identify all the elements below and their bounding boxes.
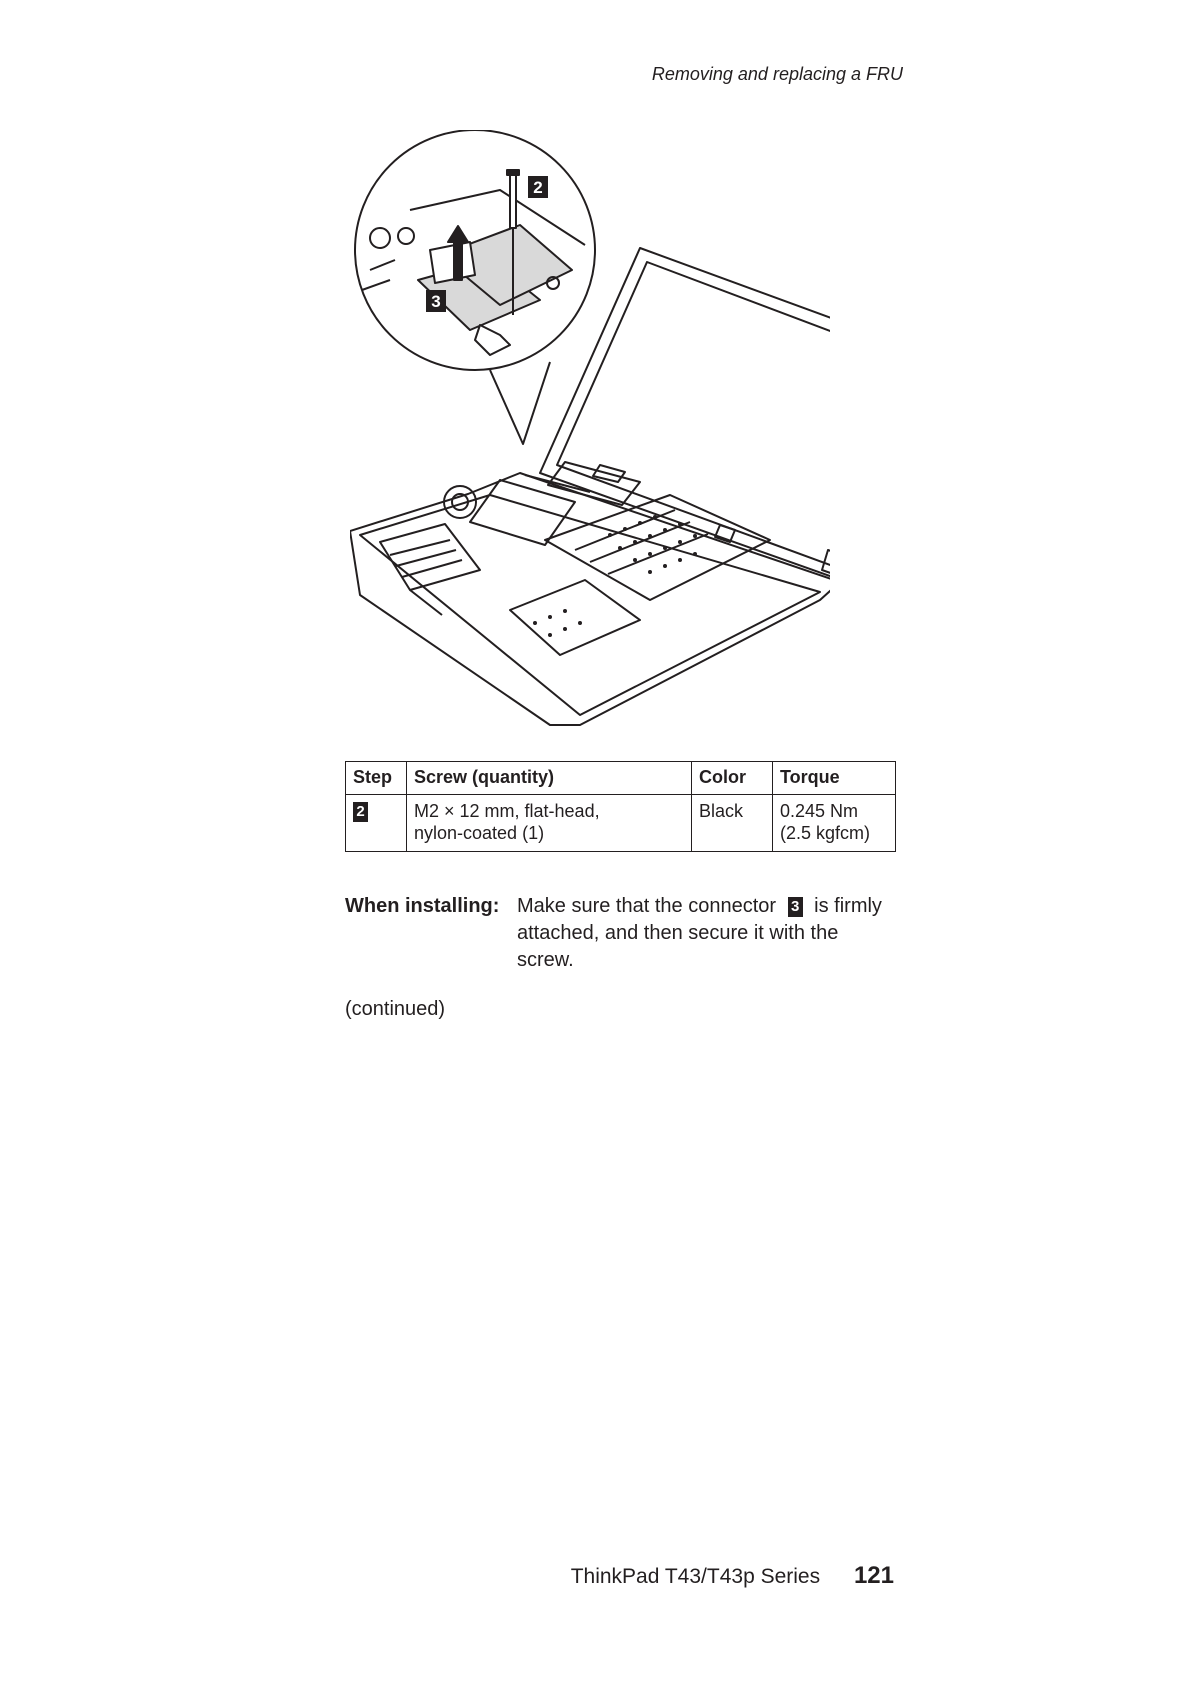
torque-cell: 0.245 Nm (2.5 kgfcm) bbox=[773, 795, 896, 852]
screw-cell: M2 × 12 mm, flat-head, nylon-coated (1) bbox=[407, 795, 692, 852]
callout-2: 2 bbox=[528, 176, 548, 198]
torque-nm: 0.245 Nm bbox=[780, 800, 888, 822]
header-screw: Screw (quantity) bbox=[407, 762, 692, 795]
install-label: When installing: bbox=[345, 893, 499, 920]
callout-3: 3 bbox=[426, 290, 446, 312]
step-cell: 2 bbox=[346, 795, 407, 852]
laptop-illustration: 2 3 bbox=[350, 130, 830, 730]
step-badge: 2 bbox=[353, 802, 368, 822]
connector-badge: 3 bbox=[788, 897, 803, 917]
screw-spec: M2 × 12 mm, flat-head, bbox=[414, 800, 684, 822]
svg-text:2: 2 bbox=[533, 178, 542, 197]
svg-text:3: 3 bbox=[431, 292, 440, 311]
header-color: Color bbox=[692, 762, 773, 795]
torque-kgfcm: (2.5 kgfcm) bbox=[780, 822, 888, 844]
page-number: 121 bbox=[854, 1562, 894, 1589]
series-title: ThinkPad T43/T43p Series bbox=[571, 1565, 820, 1588]
color-cell: Black bbox=[692, 795, 773, 852]
install-text-start: Make sure that the connector bbox=[517, 895, 776, 917]
screw-coating: nylon-coated (1) bbox=[414, 822, 684, 844]
table-row: 2 M2 × 12 mm, flat-head, nylon-coated (1… bbox=[346, 795, 896, 852]
header-torque: Torque bbox=[773, 762, 896, 795]
screw-icon bbox=[510, 175, 516, 228]
page-footer: ThinkPad T43/T43p Series 121 bbox=[571, 1562, 894, 1590]
table-header-row: Step Screw (quantity) Color Torque bbox=[346, 762, 896, 795]
install-text: Make sure that the connector 3 is firmly… bbox=[517, 893, 897, 974]
running-head: Removing and replacing a FRU bbox=[652, 64, 903, 85]
header-step: Step bbox=[346, 762, 407, 795]
continued-note: (continued) bbox=[345, 998, 445, 1021]
magnifier-leader bbox=[490, 362, 550, 444]
screw-table: Step Screw (quantity) Color Torque 2 M2 … bbox=[345, 761, 896, 852]
